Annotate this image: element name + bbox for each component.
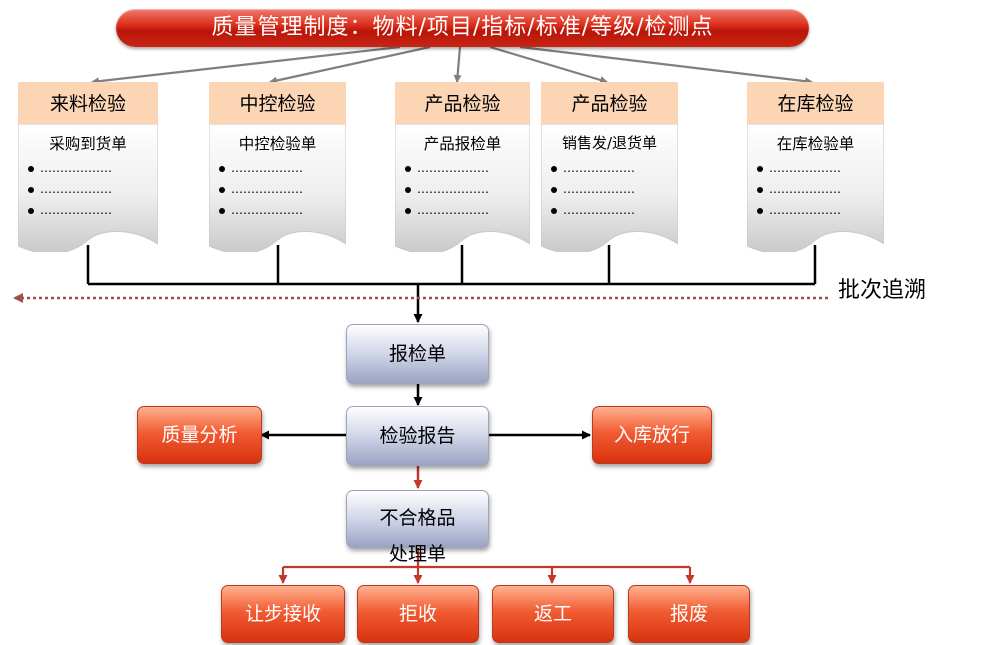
- list-item: ………………: [551, 200, 635, 221]
- list-item: ………………: [28, 200, 112, 221]
- doc-title: 中控检验: [209, 82, 346, 124]
- list-item: ………………: [219, 200, 303, 221]
- document-sheet-icon: [541, 124, 678, 252]
- inspection-report-box: 检验报告: [346, 406, 489, 466]
- quality-analysis-box: 质量分析: [137, 406, 262, 464]
- doc-incoming-inspection: 来料检验 采购到货单 ……………… ……………… ………………: [18, 82, 158, 252]
- bullet-icon: [551, 165, 557, 172]
- bullet-icon: [28, 207, 34, 214]
- list-item: ………………: [219, 158, 303, 179]
- bullet-icon: [405, 207, 411, 214]
- list-item: ………………: [405, 158, 489, 179]
- doc-form-name: 产品报检单: [423, 135, 502, 153]
- disposition-arrows: [278, 548, 695, 584]
- doc-title: 来料检验: [18, 82, 158, 124]
- bullet-icon: [551, 207, 557, 214]
- doc-form-name: 采购到货单: [49, 135, 127, 153]
- list-item: ………………: [757, 158, 841, 179]
- doc-product-sales-inspection: 产品检验 销售发/退货单 ……………… ……………… ………………: [541, 82, 678, 252]
- warehouse-release-box: 入库放行: [592, 406, 712, 464]
- doc-title: 产品检验: [395, 82, 530, 124]
- rework-box: 返工: [492, 585, 614, 643]
- batch-trace-label: 批次追溯: [838, 278, 927, 303]
- document-sheet-icon: [747, 124, 884, 252]
- scrap-box: 报废: [628, 585, 750, 643]
- doc-bullet-list: ……………… ……………… ………………: [219, 158, 303, 221]
- collector-bus: [86, 245, 817, 323]
- doc-form-name: 销售发/退货单: [561, 134, 658, 152]
- nonconforming-handling-box: 不合格品 处理单: [346, 490, 489, 565]
- bullet-icon: [219, 207, 225, 214]
- list-item: ………………: [551, 158, 635, 179]
- nonconforming-line1: 不合格品: [379, 507, 456, 529]
- doc-product-inspection: 产品检验 产品报检单 ……………… ……………… ………………: [395, 82, 530, 252]
- fanout-arrow: [489, 45, 608, 84]
- document-sheet-icon: [395, 124, 530, 252]
- doc-bullet-list: ……………… ……………… ………………: [757, 158, 841, 221]
- bullet-icon: [551, 186, 557, 193]
- list-item: ………………: [405, 200, 489, 221]
- list-item: ………………: [757, 179, 841, 200]
- nonconforming-line2: 处理单: [388, 543, 446, 565]
- list-item: ………………: [219, 179, 303, 200]
- document-sheet-icon: [209, 124, 346, 252]
- fanout-arrow: [269, 45, 431, 85]
- document-sheet-icon: [18, 124, 158, 252]
- fanout-arrow: [519, 45, 813, 86]
- list-item: ………………: [28, 179, 112, 200]
- list-item: ………………: [757, 200, 841, 221]
- bullet-icon: [405, 165, 411, 172]
- quality-policy-banner: 质量管理制度：物料/项目/指标/标准/等级/检测点: [116, 9, 809, 47]
- bullet-icon: [757, 207, 763, 214]
- doc-inprocess-inspection: 中控检验 中控检验单 ……………… ……………… ………………: [209, 82, 346, 252]
- bullet-icon: [219, 165, 225, 172]
- list-item: ………………: [28, 158, 112, 179]
- banner-fanout-arrows: [91, 45, 813, 86]
- bullet-icon: [405, 186, 411, 193]
- bullet-icon: [757, 165, 763, 172]
- fanout-arrow: [91, 45, 401, 86]
- list-item: ………………: [551, 179, 635, 200]
- doc-bullet-list: ……………… ……………… ………………: [28, 158, 112, 221]
- reject-box: 拒收: [357, 585, 479, 643]
- fanout-arrow: [453, 46, 462, 83]
- doc-stock-inspection: 在库检验 在库检验单 ……………… ……………… ………………: [747, 82, 884, 252]
- doc-bullet-list: ……………… ……………… ………………: [405, 158, 489, 221]
- doc-form-name: 在库检验单: [776, 135, 855, 153]
- concession-accept-box: 让步接收: [221, 585, 345, 643]
- bullet-icon: [28, 186, 34, 193]
- bullet-icon: [219, 186, 225, 193]
- inspection-request-box: 报检单: [346, 324, 489, 384]
- doc-bullet-list: ……………… ……………… ………………: [551, 158, 635, 221]
- doc-title: 在库检验: [747, 82, 884, 124]
- bullet-icon: [28, 165, 34, 172]
- list-item: ………………: [405, 179, 489, 200]
- bullet-icon: [757, 186, 763, 193]
- doc-form-name: 中控检验单: [238, 135, 317, 153]
- doc-title: 产品检验: [541, 82, 678, 124]
